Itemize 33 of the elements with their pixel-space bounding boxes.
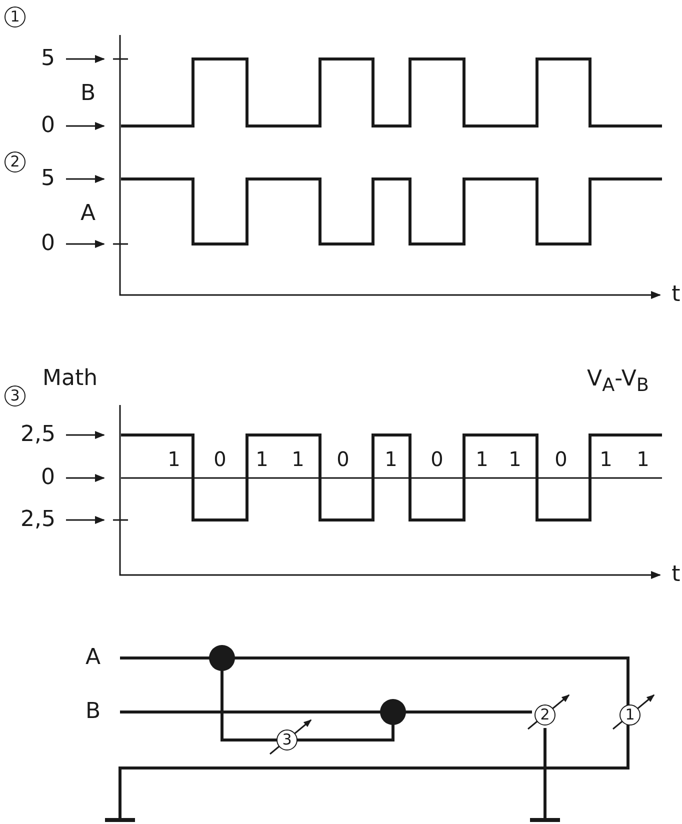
value-label: 5 bbox=[41, 168, 55, 190]
bit-label: 0 bbox=[430, 449, 444, 469]
bit-label: 1 bbox=[168, 449, 180, 469]
meter-symbol: 3 bbox=[276, 730, 298, 750]
value-label: 0 bbox=[41, 233, 55, 255]
bit-label: 1 bbox=[292, 449, 304, 469]
signal-label: B bbox=[85, 701, 101, 723]
bit-label: 1 bbox=[600, 449, 612, 469]
formula-label: V$_{A}$-V$_{B}$ bbox=[587, 368, 649, 396]
channel-label: Math bbox=[42, 368, 98, 390]
bit-label: 0 bbox=[554, 449, 568, 469]
circled-number: 3 bbox=[4, 386, 26, 406]
bit-label: 1 bbox=[636, 449, 650, 469]
signal-label: B bbox=[80, 83, 96, 105]
circled-number: 1 bbox=[4, 6, 26, 28]
meter-symbol: 1 bbox=[620, 704, 640, 726]
value-label: 0 bbox=[41, 467, 55, 489]
value-label: 2,5 bbox=[20, 509, 56, 531]
signal-label: A bbox=[80, 203, 96, 225]
meter-symbol: 2 bbox=[534, 704, 556, 726]
circled-number: 2 bbox=[4, 152, 26, 172]
bit-label: 0 bbox=[214, 449, 226, 469]
bit-label: 1 bbox=[476, 449, 488, 469]
value-label: 0 bbox=[41, 115, 55, 137]
bit-label: 1 bbox=[256, 449, 268, 469]
signal-label: A bbox=[85, 647, 101, 669]
axis-label: t bbox=[672, 564, 680, 586]
value-label: 2,5 bbox=[20, 424, 56, 446]
value-label: 5 bbox=[41, 48, 55, 70]
bit-label: 1 bbox=[384, 449, 398, 469]
axis-label: t bbox=[672, 284, 680, 306]
bit-label: 0 bbox=[336, 449, 350, 469]
bit-label: 1 bbox=[508, 449, 522, 469]
